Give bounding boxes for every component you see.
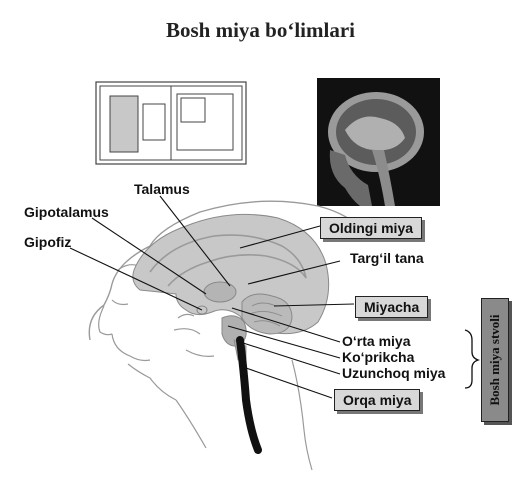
label-gipotalamus: Gipotalamus (24, 204, 109, 220)
label-koprikcha: Ko‘prikcha (342, 349, 414, 365)
label-orqa-miya: Orqa miya (334, 389, 420, 411)
label-miyacha: Miyacha (355, 296, 428, 318)
spinal-cord (240, 340, 258, 450)
label-bosh-miya-stvoli: Bosh miya stvoli (487, 314, 503, 405)
orientation-icon (96, 82, 246, 164)
label-talamus: Talamus (134, 181, 190, 197)
label-oldingi-miya: Oldingi miya (320, 217, 422, 239)
brace (465, 330, 478, 388)
label-gipofiz: Gipofiz (24, 234, 71, 250)
mri-scan-image (317, 78, 440, 206)
label-targil-tana: Targ‘il tana (350, 250, 424, 266)
brain-shape (133, 214, 329, 360)
brainstem-box: Bosh miya stvoli (481, 298, 509, 422)
label-uzunchoq-miya: Uzunchoq miya (342, 365, 445, 381)
label-orta-miya: O‘rta miya (342, 333, 410, 349)
